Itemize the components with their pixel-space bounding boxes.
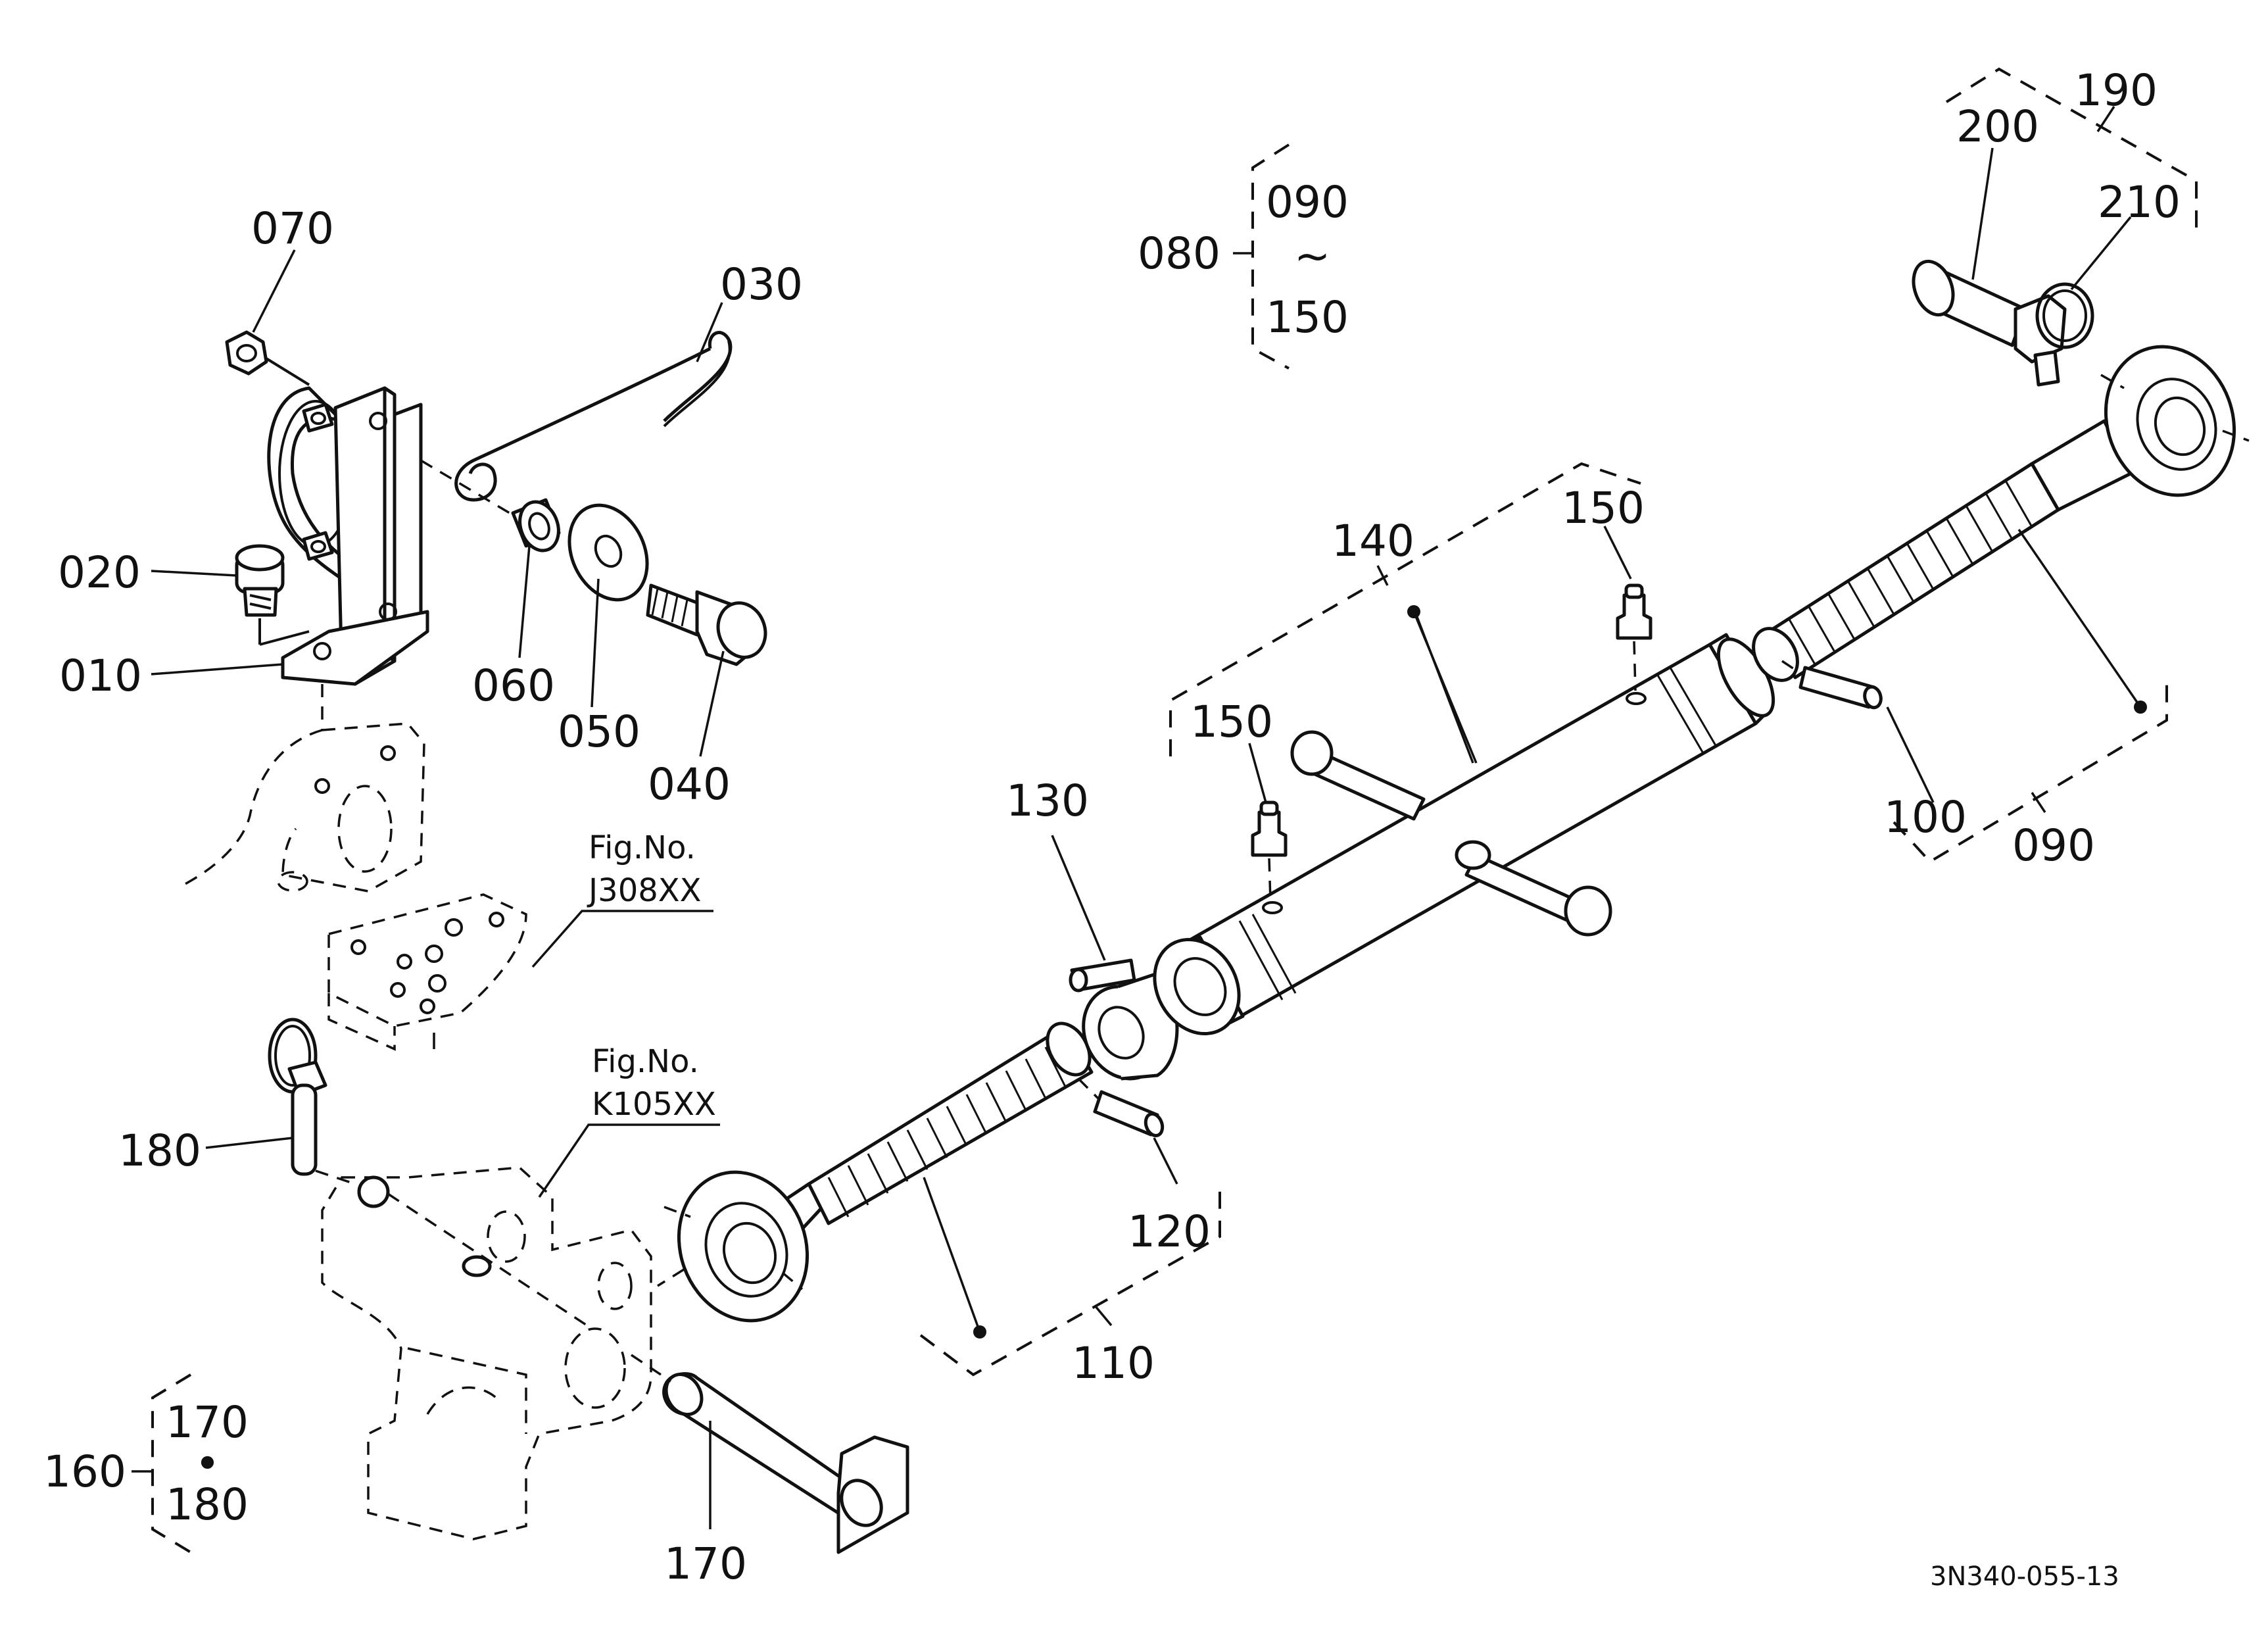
rod-end-110 [657, 1021, 1094, 1323]
washer-050 [567, 503, 649, 602]
part-label-190: 190 [2075, 65, 2158, 116]
group-160-label: 160 [43, 1446, 126, 1497]
group-080-range: ~ [1294, 231, 1330, 282]
group-110-bracket [919, 1187, 1221, 1377]
part-label-070: 070 [251, 203, 334, 254]
drawing-code: 3N340-055-13 [1930, 1561, 2119, 1592]
part-label-120: 120 [1128, 1206, 1211, 1257]
part-label-210: 210 [2098, 177, 2181, 228]
barrel-140 [1153, 633, 1775, 1036]
figure-ref-j308-prefix: Fig.No. [589, 829, 696, 866]
bushing-060 [420, 459, 561, 553]
ghost-housing-k105 [321, 1166, 652, 1540]
ghost-plate-j308 [327, 893, 527, 1051]
part-label-040: 040 [648, 759, 731, 810]
group-bracket-160: 160 170 • 180 [43, 1373, 249, 1554]
group-090-bracket [1893, 674, 2168, 864]
part-label-130: 130 [1006, 775, 1089, 826]
figure-ref-j308: Fig.No. J308XX [531, 829, 713, 968]
ghost-mount [177, 684, 425, 893]
group-080-label: 080 [1138, 228, 1220, 279]
grease-fitting-150-right [1616, 583, 1653, 691]
part-label-180: 180 [118, 1125, 201, 1176]
group-160-separator: • [195, 1438, 220, 1489]
part-label-170: 170 [664, 1538, 747, 1589]
rod-end-090 [1752, 345, 2250, 682]
hitch-bracket-010 [267, 386, 429, 686]
figure-ref-j308-number: J308XX [587, 872, 702, 909]
part-labels: 030 070 020 010 060 050 040 180 170 130 … [58, 65, 2181, 1589]
bolt-040 [646, 583, 767, 666]
part-label-090: 090 [2012, 820, 2095, 871]
group-160-top: 170 [166, 1397, 249, 1448]
part-label-030: 030 [720, 259, 803, 310]
group-bracket-080: 080 090 ~ 150 [1138, 143, 1349, 370]
pin-200 [1912, 259, 2067, 364]
figure-ref-k105: Fig.No. K105XX [538, 1043, 720, 1198]
group-160-bottom: 180 [166, 1479, 249, 1530]
knob-020 [235, 544, 310, 646]
part-label-110: 110 [1072, 1338, 1155, 1389]
part-label-140: 140 [1332, 516, 1414, 566]
spring-pin-030 [454, 331, 733, 502]
pin-120 [1077, 1077, 1165, 1137]
group-140-bracket [1169, 462, 1641, 756]
figure-ref-k105-prefix: Fig.No. [592, 1043, 699, 1080]
part-label-010: 010 [59, 651, 142, 701]
part-label-150-left: 150 [1190, 697, 1273, 747]
part-label-050: 050 [558, 706, 640, 757]
part-label-060: 060 [472, 660, 555, 711]
pin-100 [1781, 660, 1883, 710]
leader-lines [151, 147, 2147, 1529]
group-080-from: 090 [1266, 177, 1349, 228]
group-080-to: 150 [1266, 292, 1349, 343]
part-label-100: 100 [1884, 792, 1967, 843]
part-label-200: 200 [1956, 101, 2039, 152]
group-190-bracket [1945, 67, 2198, 237]
clip-210 [2033, 282, 2094, 387]
part-label-020: 020 [58, 547, 141, 598]
figure-ref-k105-number: K105XX [592, 1086, 716, 1123]
grease-fitting-150-left [1251, 800, 1288, 902]
ring-pin-180 [268, 1018, 356, 1185]
part-label-150-right: 150 [1562, 483, 1645, 533]
l-pin-170 [631, 1354, 909, 1554]
nut-070 [225, 330, 310, 386]
